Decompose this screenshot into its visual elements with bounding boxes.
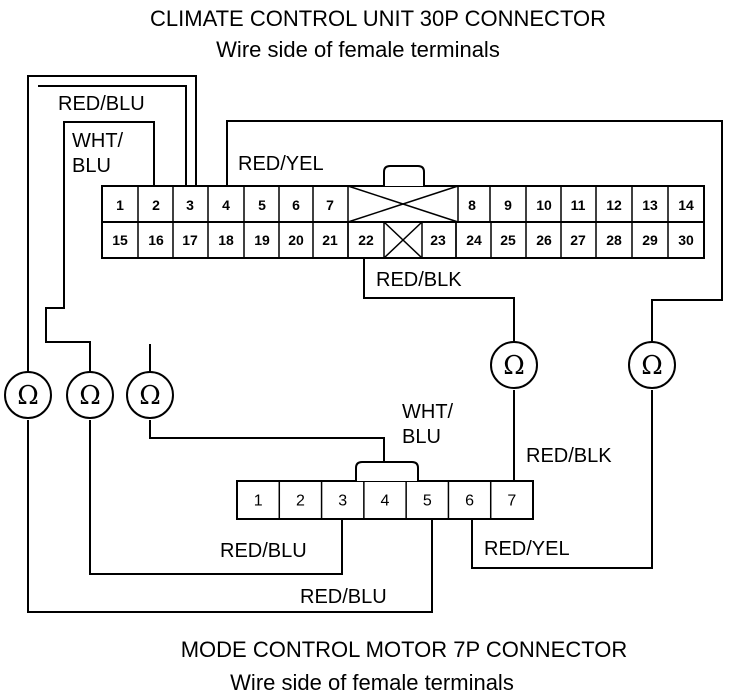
wire-red-blu-pin2 xyxy=(45,121,343,575)
pin-30p-20: 20 xyxy=(288,232,304,248)
label-red-blk-bottom: RED/BLK xyxy=(526,445,612,467)
pin-30p-6: 6 xyxy=(292,197,300,213)
connector-7p-lock-tab xyxy=(355,461,419,481)
ohmmeter-1: Ω xyxy=(4,371,52,419)
pin-7p-4: 4 xyxy=(381,493,390,510)
ohm-symbol-4: Ω xyxy=(503,351,525,381)
ohmmeter-2: Ω xyxy=(66,371,114,419)
ohmmeter-3: Ω xyxy=(126,371,174,419)
pin-30p-7: 7 xyxy=(326,197,334,213)
pin-30p-23: 23 xyxy=(430,232,446,248)
pin-7p-6: 6 xyxy=(465,493,474,510)
pin-30p-22: 22 xyxy=(358,232,374,248)
wire-red-yel xyxy=(226,120,723,569)
pin-30p-13: 13 xyxy=(642,197,658,213)
pin-30p-16: 16 xyxy=(148,232,164,248)
label-red-yel-top: RED/YEL xyxy=(238,153,324,175)
pin-30p-30: 30 xyxy=(678,232,694,248)
label-red-blu-top: RED/BLU xyxy=(58,93,145,115)
top-connector-subtitle: Wire side of female terminals xyxy=(216,37,500,62)
pin-30p-21: 21 xyxy=(322,232,338,248)
pin-30p-5: 5 xyxy=(258,197,266,213)
connector-7p: 1 2 3 4 5 6 7 xyxy=(236,461,534,520)
connector-30p-blank-terminals xyxy=(347,185,459,259)
pin-30p-19: 19 xyxy=(254,232,270,248)
label-red-yel-bottom: RED/YEL xyxy=(484,538,570,560)
label-red-blk-top: RED/BLK xyxy=(376,269,462,291)
pin-30p-29: 29 xyxy=(642,232,658,248)
label-red-blu-bottom-1: RED/BLU xyxy=(220,540,307,562)
bottom-connector-title: MODE CONTROL MOTOR 7P CONNECTOR xyxy=(181,637,628,662)
pin-30p-4: 4 xyxy=(222,197,230,213)
top-connector-title: CLIMATE CONTROL UNIT 30P CONNECTOR xyxy=(150,6,606,31)
label-wht-blu-bottom-2: BLU xyxy=(402,426,441,448)
pin-30p-26: 26 xyxy=(536,232,552,248)
pin-30p-24: 24 xyxy=(466,232,482,248)
pin-30p-10: 10 xyxy=(536,197,552,213)
wire-red-blk xyxy=(363,258,515,481)
pin-30p-14: 14 xyxy=(678,197,694,213)
label-wht-blu-top-1: WHT/ xyxy=(72,130,124,152)
pin-30p-3: 3 xyxy=(186,197,194,213)
pin-30p-1: 1 xyxy=(116,197,124,213)
ohm-symbol-5: Ω xyxy=(641,351,663,381)
ohm-symbol-2: Ω xyxy=(79,381,101,411)
wire-red-blu-outer xyxy=(27,75,433,613)
pin-30p-27: 27 xyxy=(570,232,586,248)
pin-30p-12: 12 xyxy=(606,197,622,213)
pin-7p-3: 3 xyxy=(338,493,347,510)
connector-30p-lock-tab xyxy=(383,165,425,186)
pin-30p-8: 8 xyxy=(468,197,476,213)
pin-30p-17: 17 xyxy=(182,232,198,248)
label-red-blu-bottom-2: RED/BLU xyxy=(300,586,387,608)
pin-30p-2: 2 xyxy=(152,197,160,213)
bottom-connector-subtitle: Wire side of female terminals xyxy=(230,670,514,695)
label-wht-blu-top-2: BLU xyxy=(72,155,111,177)
wire-wht-blu xyxy=(149,344,385,481)
pin-7p-7: 7 xyxy=(507,493,516,510)
pin-7p-1: 1 xyxy=(254,493,263,510)
wire-red-blu-outer-inner-line xyxy=(38,85,187,186)
ohmmeter-5: Ω xyxy=(628,341,676,389)
pin-30p-25: 25 xyxy=(500,232,516,248)
pin-30p-9: 9 xyxy=(504,197,512,213)
pin-30p-28: 28 xyxy=(606,232,622,248)
label-wht-blu-bottom-1: WHT/ xyxy=(402,401,454,423)
pin-7p-2: 2 xyxy=(296,493,305,510)
ohm-symbol-1: Ω xyxy=(17,381,39,411)
pin-30p-18: 18 xyxy=(218,232,234,248)
ohmmeter-4: Ω xyxy=(490,341,538,389)
ohm-symbol-3: Ω xyxy=(139,381,161,411)
pin-7p-5: 5 xyxy=(423,493,432,510)
pin-30p-15: 15 xyxy=(112,232,128,248)
pin-30p-11: 11 xyxy=(571,197,586,213)
